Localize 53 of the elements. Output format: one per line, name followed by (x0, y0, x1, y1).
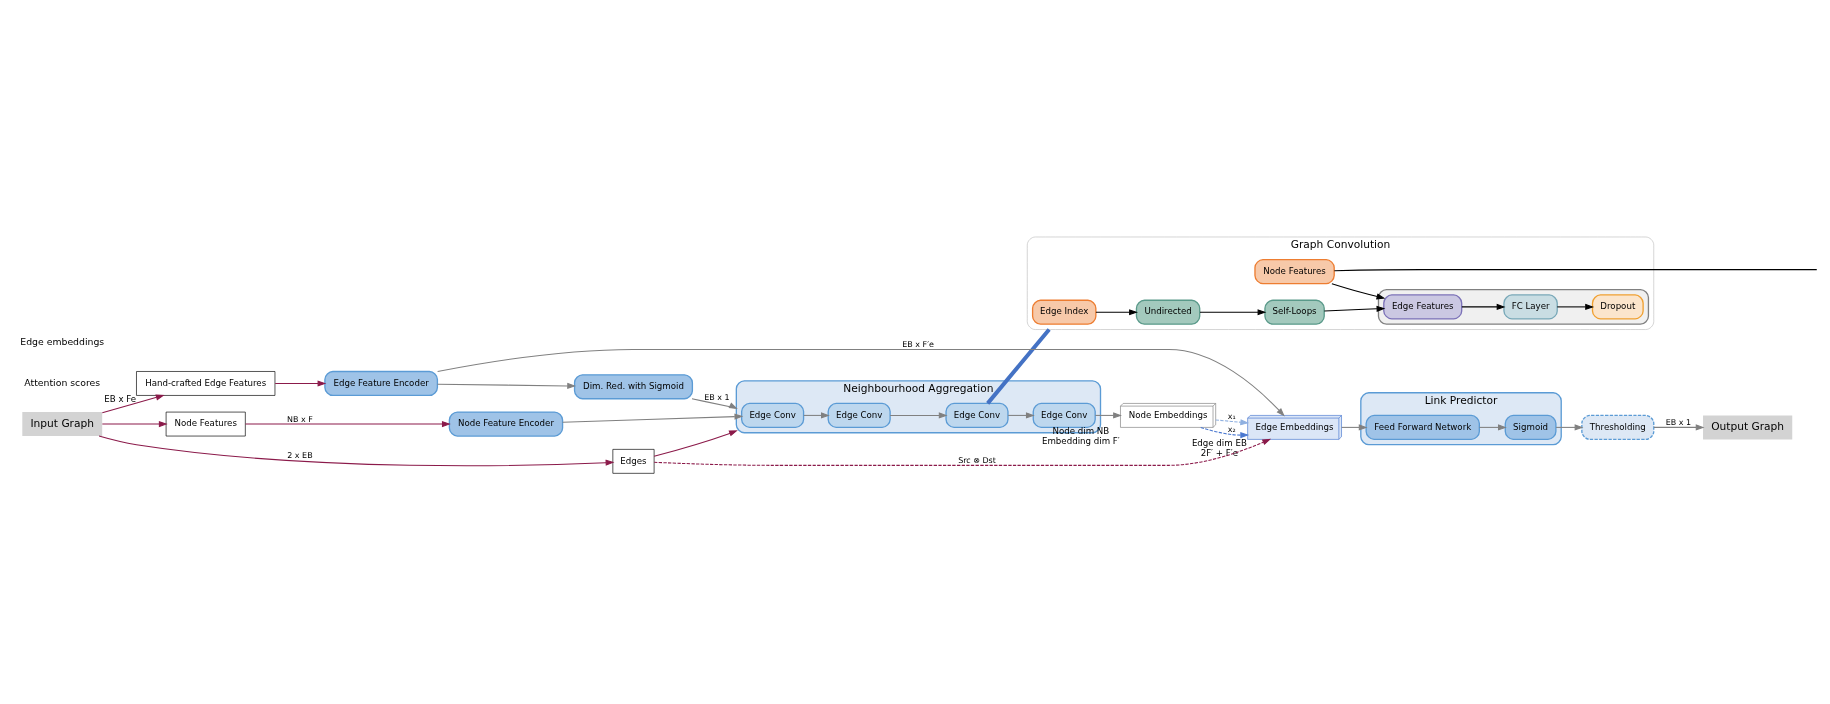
node-box: Sigmoid (1504, 414, 1557, 440)
node-box: Output Graph (1703, 414, 1793, 439)
node-box: Input Graph (22, 411, 103, 436)
node-box: Edge Conv (1032, 402, 1096, 428)
arrow (653, 429, 738, 457)
node-box: Feed Forward Network (1365, 414, 1480, 440)
arrow (1653, 423, 1705, 430)
node-box: Node Features (165, 411, 246, 436)
arrow (244, 420, 451, 427)
node-box: Dim. Red. with Sigmoid (573, 373, 694, 399)
arrow (1200, 426, 1250, 438)
arrow (1199, 308, 1267, 315)
node-box: Dropout (1591, 293, 1644, 320)
node-box: Edge Conv (741, 402, 805, 428)
node-label: EB x Fe (104, 393, 137, 404)
node-box: Edges (612, 448, 655, 474)
arrow (437, 382, 577, 389)
connector (986, 327, 1051, 405)
arrow (98, 435, 615, 466)
node-label: Edge dim EB (1191, 437, 1247, 448)
arrow (1095, 308, 1138, 315)
node-box: Edge Feature Encoder (324, 370, 439, 396)
arrow (101, 393, 165, 413)
node-label: Embedding dim F′ (1041, 435, 1120, 446)
arrow (1556, 303, 1595, 310)
label: Edge embeddings (20, 335, 105, 347)
label: Attention scores (24, 376, 101, 388)
connector (1333, 268, 1818, 271)
arrow (562, 413, 744, 423)
arrow (653, 438, 1272, 466)
arrow (1094, 411, 1122, 418)
node-box: Thresholding (1581, 414, 1655, 440)
arrow (274, 379, 327, 387)
arrow (1461, 303, 1506, 310)
arrow (1323, 305, 1386, 312)
node-box: Self-Loops (1264, 299, 1325, 325)
arrow (691, 397, 738, 409)
node-box: Edge Features (1383, 293, 1463, 320)
node-box: Edge Conv (827, 402, 891, 428)
arrow (889, 411, 948, 418)
node-box: Node Features (1254, 258, 1335, 284)
node-box: Node Feature Encoder (448, 410, 564, 437)
node-box: Hand-crafted Edge Features (136, 370, 276, 396)
arrow (101, 420, 168, 427)
node-box: Edge Conv (945, 402, 1009, 428)
node-box: Undirected (1135, 299, 1201, 325)
arrow (1555, 423, 1584, 430)
node-box: FC Layer (1503, 293, 1558, 320)
arrow (1478, 423, 1507, 430)
arrow (1331, 282, 1386, 299)
node-box: Edge Index (1031, 299, 1097, 325)
arrow (1215, 418, 1250, 425)
arrow (1007, 411, 1035, 418)
